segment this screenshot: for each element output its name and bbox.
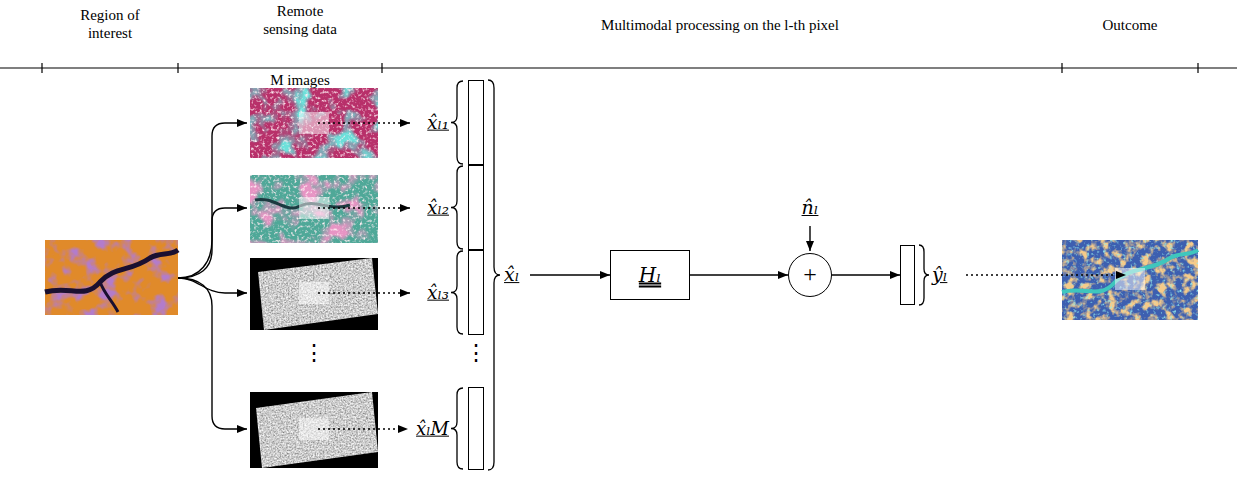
- column-heading: Multimodal processing on the l-th pixel: [510, 16, 930, 34]
- vector-outline: [900, 245, 915, 305]
- node-label: x̂ₗ₂: [427, 197, 449, 218]
- channel-box: Hₗ: [610, 250, 690, 300]
- signal-arrow: [530, 274, 610, 275]
- vector-stack: x̂ₗ x̂ₗ₁x̂ₗ₂x̂ₗ₃ x̂ₗM: [468, 80, 530, 470]
- node-label: +: [803, 261, 817, 289]
- adder-circle: +: [788, 253, 832, 297]
- vector-segment: x̂ₗ₁: [468, 80, 484, 165]
- signal-arrow: [832, 274, 900, 275]
- vector-segment: x̂ₗM: [468, 387, 484, 470]
- column-heading: Remote sensing data: [255, 2, 345, 38]
- vector-segment: x̂ₗ₂: [468, 165, 484, 250]
- signal-arrow: [690, 274, 788, 275]
- noise-label: n̂ₗ: [790, 196, 830, 219]
- image-count: M images: [250, 71, 350, 89]
- node-label: ŷₗ: [932, 264, 947, 286]
- vector-segment: x̂ₗ₃: [468, 250, 484, 335]
- node-label: x̂ₗ₃: [427, 282, 449, 303]
- column-heading: Region of interest: [70, 6, 150, 42]
- ellipsis: ⋮: [461, 340, 491, 366]
- node-label: x̂ₗM: [416, 418, 449, 439]
- node-label: x̂ₗ: [504, 264, 519, 286]
- output-vector: ŷₗ: [900, 245, 962, 305]
- node-label: x̂ₗ₁: [427, 112, 449, 133]
- node-label: Hₗ: [639, 264, 661, 287]
- column-heading: Outcome: [1080, 16, 1180, 34]
- ellipsis: ⋮: [299, 340, 329, 366]
